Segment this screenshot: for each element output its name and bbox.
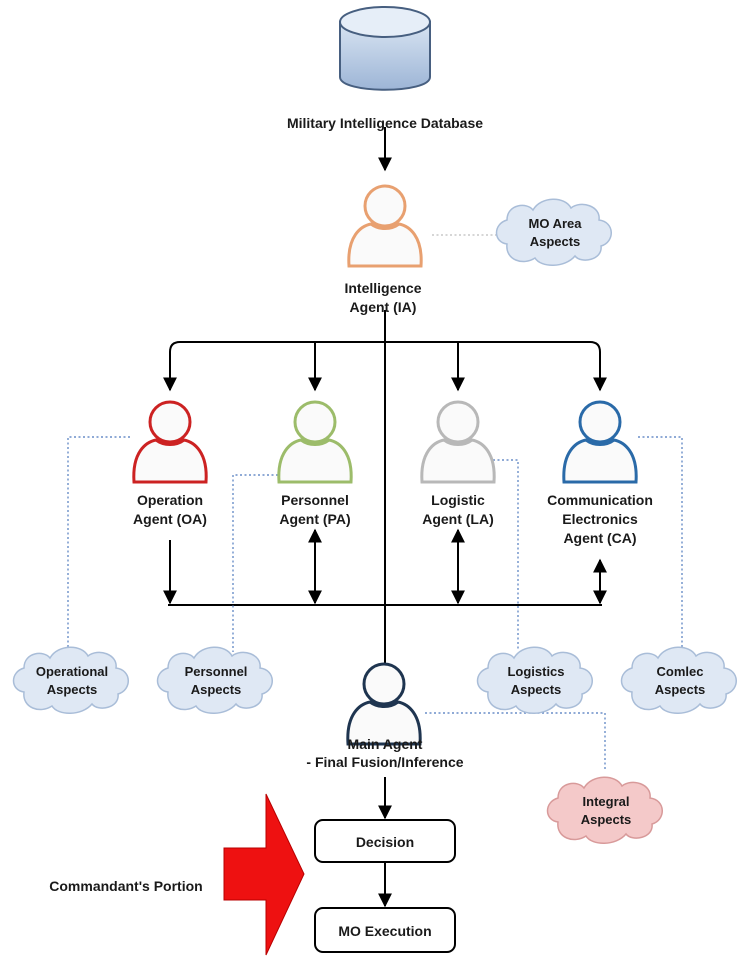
- main-agent-icon: [346, 662, 422, 746]
- operational-aspects-label-1: Operational: [36, 664, 108, 679]
- personnel-agent-label-2: Agent (PA): [279, 511, 350, 527]
- main-agent-label-1: Main Agent: [348, 736, 423, 752]
- personnel-agent-icon: [277, 400, 353, 484]
- communication-agent-label-2: Electronics: [562, 511, 638, 527]
- main-agent-label-2: - Final Fusion/Inference: [306, 754, 463, 770]
- aspect-links: [67, 234, 683, 770]
- mo-area-label-1: MO Area: [529, 216, 583, 231]
- logistic-agent-label-1: Logistic: [431, 492, 485, 508]
- comlec-aspects-label-1: Comlec: [657, 664, 704, 679]
- operational-aspects-label-2: Aspects: [47, 682, 98, 697]
- database-label: Military Intelligence Database: [287, 115, 483, 131]
- connectors: [163, 127, 607, 908]
- comlec-aspects-cloud: Comlec Aspects: [620, 646, 738, 715]
- communication-agent-label-1: Communication: [547, 492, 653, 508]
- logistic-agent-label-2: Agent (LA): [422, 511, 494, 527]
- operation-agent-label-1: Operation: [137, 492, 203, 508]
- operation-agent-label-2: Agent (OA): [133, 511, 207, 527]
- logistic-agent-icon: [420, 400, 496, 484]
- intelligence-agent-label-2: Agent (IA): [350, 299, 417, 315]
- personnel-aspects-label-1: Personnel: [185, 664, 248, 679]
- logistics-aspects-label-2: Aspects: [511, 682, 562, 697]
- logistics-aspects-label-1: Logistics: [507, 664, 564, 679]
- mo-execution-box: MO Execution: [314, 907, 456, 953]
- operation-agent-icon: [132, 400, 208, 484]
- personnel-aspects-label-2: Aspects: [191, 682, 242, 697]
- decision-box: Decision: [314, 819, 456, 863]
- commandant-arrow-icon: [223, 793, 305, 956]
- communication-agent-label-3: Agent (CA): [563, 530, 636, 546]
- personnel-agent-label-1: Personnel: [281, 492, 349, 508]
- personnel-aspects-cloud: Personnel Aspects: [156, 646, 274, 715]
- commandant-label: Commandant's Portion: [49, 878, 202, 894]
- operational-aspects-cloud: Operational Aspects: [12, 646, 130, 715]
- communication-agent-icon: [562, 400, 638, 484]
- comlec-aspects-label-2: Aspects: [655, 682, 706, 697]
- database-icon: [339, 6, 431, 91]
- intelligence-agent-label-1: Intelligence: [344, 280, 421, 296]
- decision-label: Decision: [356, 834, 414, 850]
- integral-aspects-label-1: Integral: [583, 794, 630, 809]
- integral-aspects-cloud: Integral Aspects: [546, 776, 664, 845]
- integral-aspects-label-2: Aspects: [581, 812, 632, 827]
- mo-area-aspects-cloud: MO Area Aspects: [495, 198, 613, 267]
- mo-area-label-2: Aspects: [530, 234, 581, 249]
- intelligence-agent-icon: [347, 184, 423, 268]
- logistics-aspects-cloud: Logistics Aspects: [476, 646, 594, 715]
- mo-execution-label: MO Execution: [338, 923, 431, 939]
